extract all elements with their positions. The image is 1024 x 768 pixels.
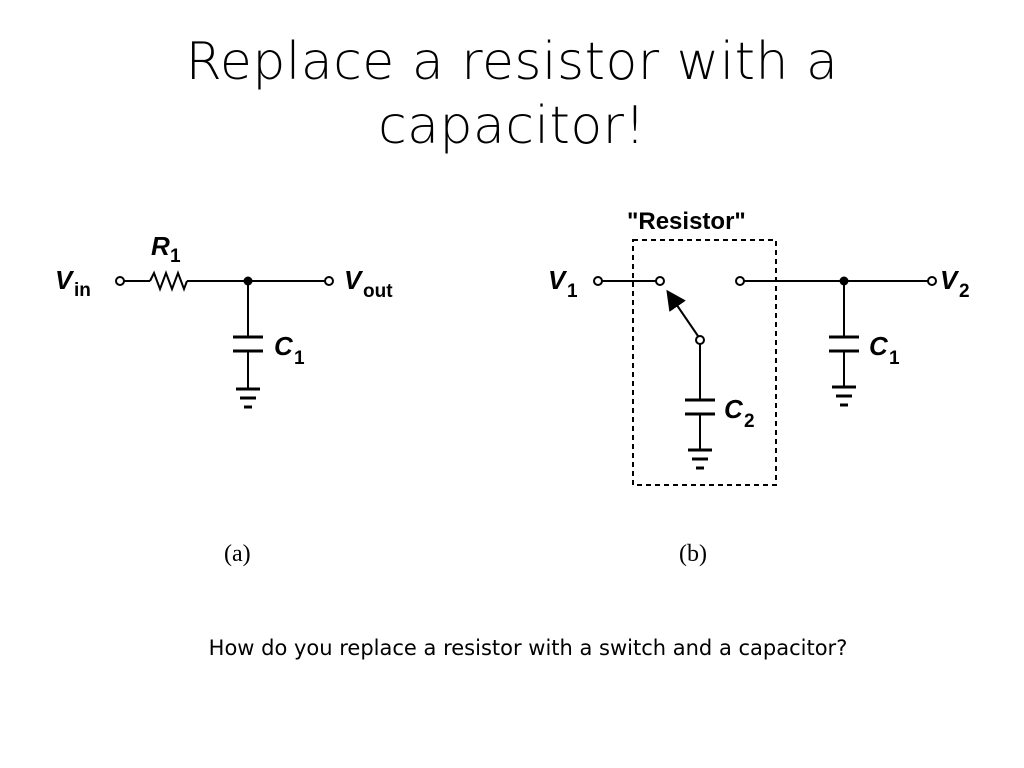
slide-caption: How do you replace a resistor with a swi… (208, 636, 848, 660)
switch-contact-left (655, 276, 665, 286)
figure-b-switched-capacitor (593, 239, 937, 486)
ground-symbol-b (832, 385, 856, 407)
switch-arm-arrow (666, 289, 699, 337)
switch-contact-right (735, 276, 745, 286)
figure-b-labels: "Resistor" V 1 V 2 C 2 C 1 (b) (548, 208, 970, 567)
c1-subscript-b: 1 (889, 348, 900, 369)
ground-symbol-c2 (688, 448, 712, 470)
v1-terminal (593, 276, 603, 286)
c1-label-a: C (274, 331, 294, 361)
vin-label: V (55, 265, 75, 295)
vout-label: V (344, 265, 364, 295)
c2-label: C (724, 394, 744, 424)
r1-subscript: 1 (170, 246, 181, 267)
v1-subscript: 1 (567, 281, 578, 302)
v2-terminal (927, 276, 937, 286)
v2-subscript: 2 (959, 281, 970, 302)
ground-symbol-a (236, 387, 260, 409)
c2-subscript: 2 (744, 411, 755, 432)
figure-b-label: (b) (679, 541, 707, 567)
figure-a-label: (a) (224, 541, 251, 567)
c1-subscript-a: 1 (294, 348, 305, 369)
vin-subscript: in (74, 280, 91, 301)
resistor-box-label: "Resistor" (627, 208, 746, 235)
slide-title: Replace a resistor with a capacitor! (0, 30, 1024, 158)
vout-terminal (324, 276, 334, 286)
c1-label-b: C (869, 331, 889, 361)
switch-pivot (695, 335, 705, 345)
r1-label: R (151, 231, 170, 261)
slide-title-line-2: capacitor! (378, 96, 646, 156)
v1-label: V (548, 265, 568, 295)
vin-terminal (115, 276, 125, 286)
slide-title-line-1: Replace a resistor with a (185, 32, 839, 92)
v2-label: V (940, 265, 960, 295)
figure-a-labels: V in R 1 V out C 1 (a) (55, 231, 393, 567)
figure-a-rc-circuit (115, 270, 334, 409)
resistor-r1 (149, 270, 188, 292)
vout-subscript: out (363, 281, 393, 302)
resistor-dashed-box (632, 239, 777, 486)
